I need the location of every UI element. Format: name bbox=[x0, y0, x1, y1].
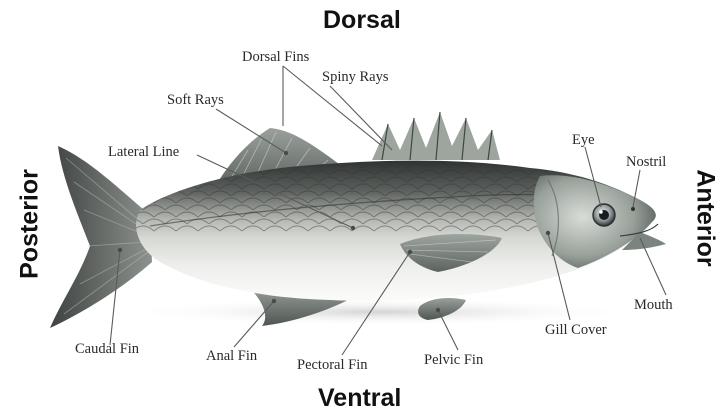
eye-highlight bbox=[599, 210, 602, 213]
orientation-posterior: Posterior bbox=[16, 169, 45, 279]
label-pelvic-fin: Pelvic Fin bbox=[424, 353, 483, 368]
label-mouth: Mouth bbox=[634, 298, 673, 313]
label-spiny-rays: Spiny Rays bbox=[322, 70, 388, 85]
caudal-fin bbox=[50, 146, 152, 328]
label-pectoral-fin: Pectoral Fin bbox=[297, 358, 367, 373]
orientation-anterior: Anterior bbox=[691, 169, 720, 266]
label-dorsal-fins: Dorsal Fins bbox=[242, 50, 309, 65]
label-soft-rays: Soft Rays bbox=[167, 93, 224, 108]
label-caudal-fin: Caudal Fin bbox=[75, 342, 139, 357]
label-nostril: Nostril bbox=[626, 155, 666, 170]
label-gill-cover: Gill Cover bbox=[545, 323, 607, 338]
label-eye: Eye bbox=[572, 133, 595, 148]
nostril bbox=[631, 207, 635, 211]
orientation-ventral: Ventral bbox=[318, 384, 401, 413]
label-anal-fin: Anal Fin bbox=[206, 349, 257, 364]
label-lateral-line: Lateral Line bbox=[108, 145, 179, 160]
orientation-dorsal: Dorsal bbox=[323, 6, 401, 35]
